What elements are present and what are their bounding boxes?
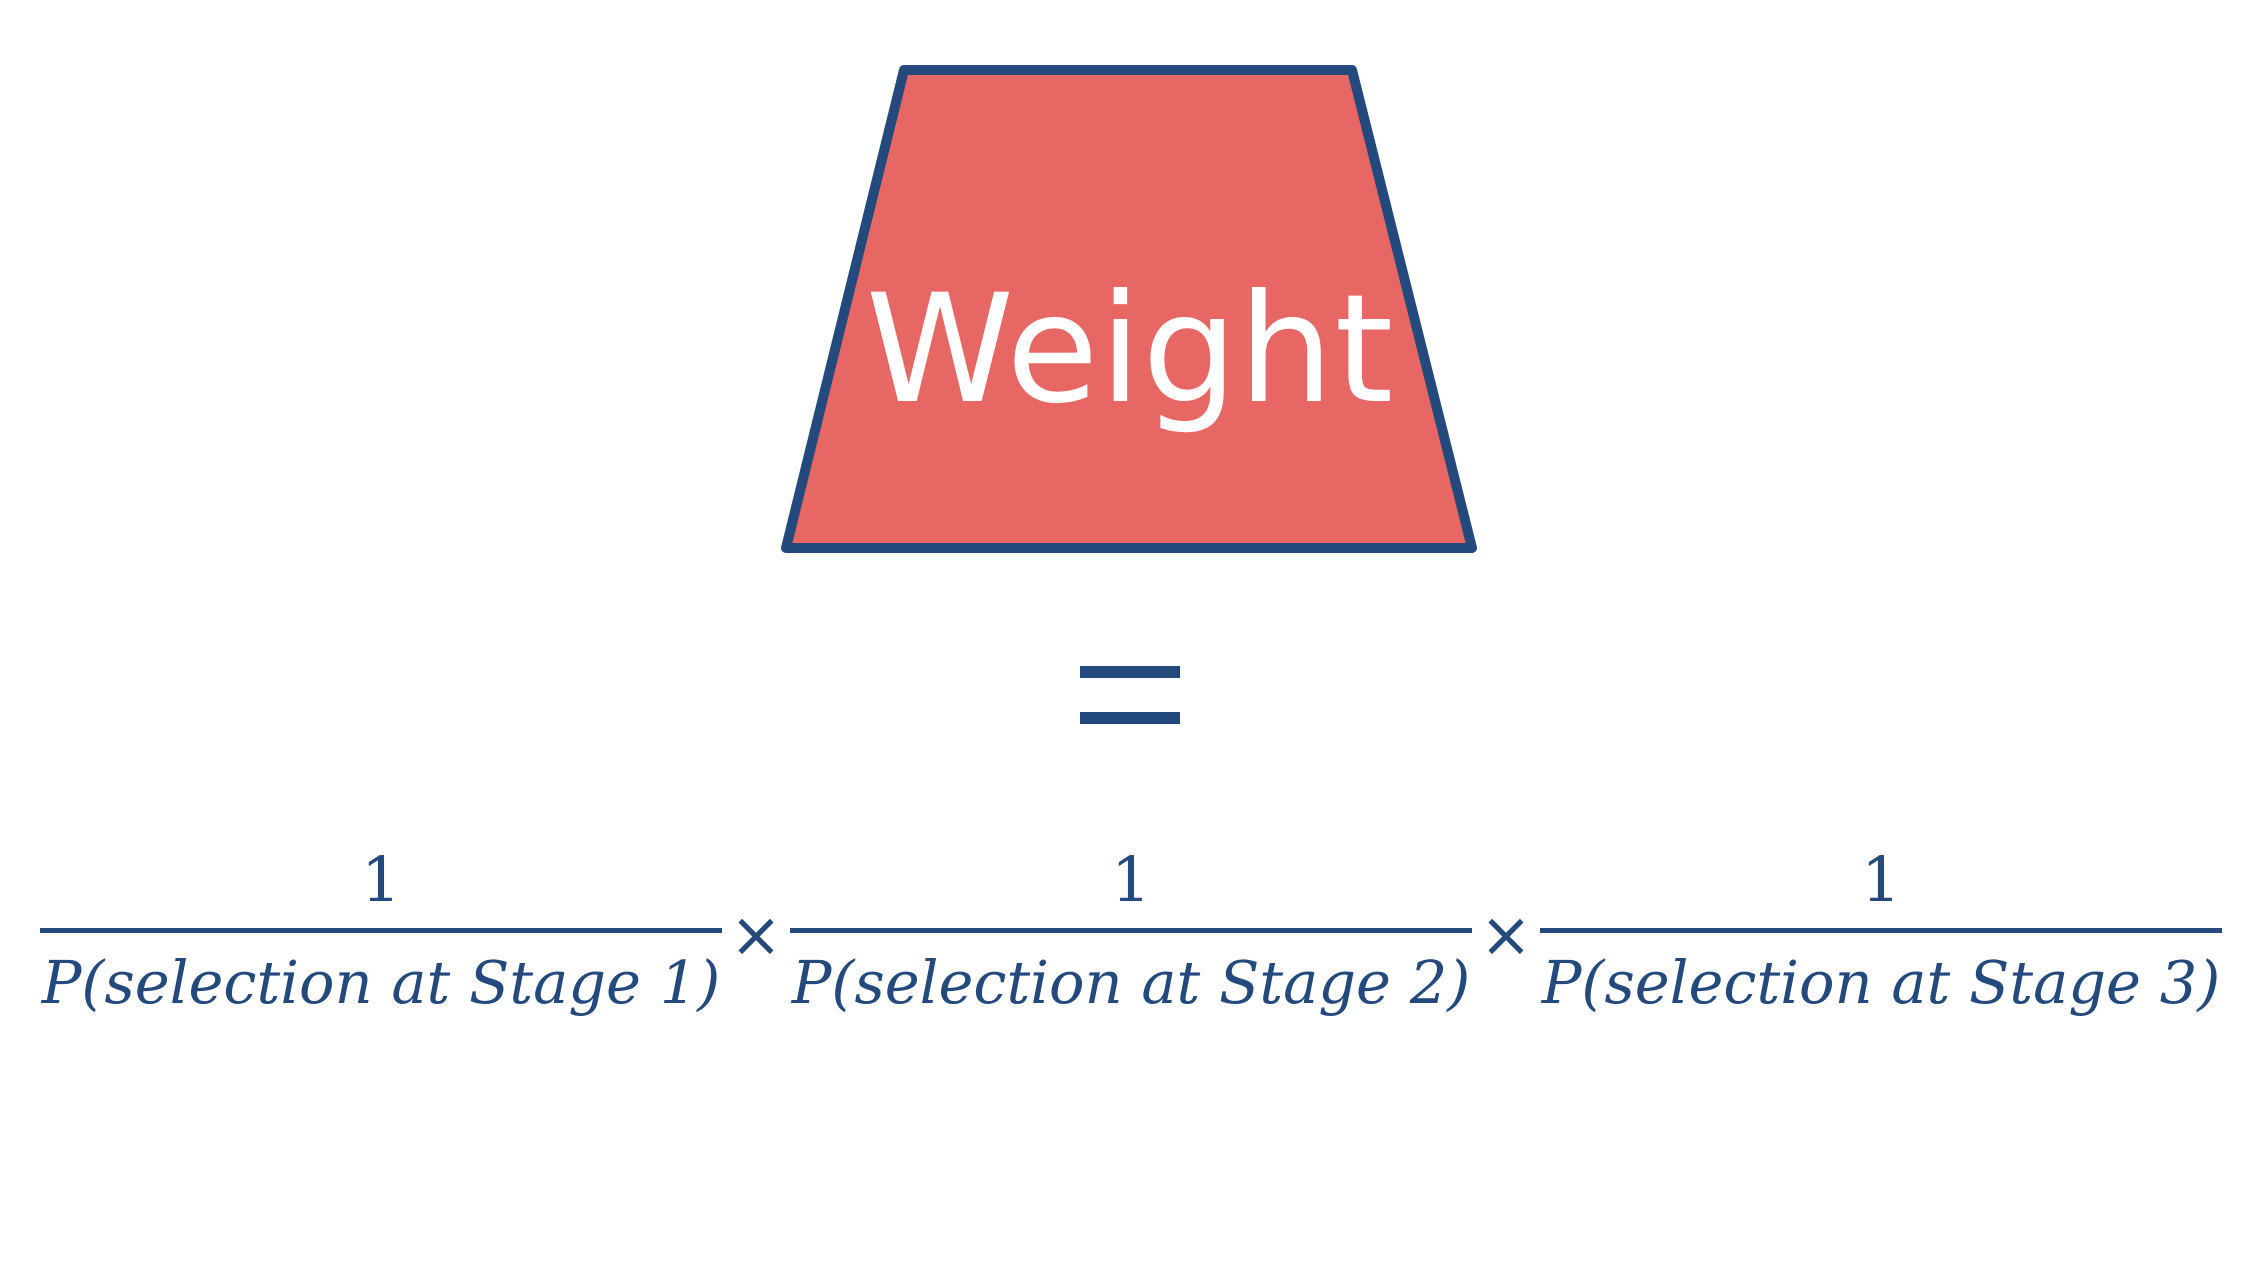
fraction-stage-1: 1 P(selection at Stage 1) [40, 835, 722, 1033]
weight-label: Weight [865, 263, 1395, 437]
equals-bar-top [1080, 666, 1180, 678]
fraction-bar [40, 928, 722, 933]
denominator: P(selection at Stage 3) [1541, 948, 2221, 1017]
multiply-sign: × [1480, 898, 1532, 971]
multiply-sign: × [730, 898, 782, 971]
equals-sign [1080, 666, 1180, 724]
fraction-stage-2: 1 P(selection at Stage 2) [790, 835, 1472, 1033]
trapezoid-shape [781, 65, 1477, 553]
fraction-stage-3: 1 P(selection at Stage 3) [1540, 835, 2222, 1033]
equals-bar-bottom [1080, 712, 1180, 724]
denominator: P(selection at Stage 2) [791, 948, 1471, 1017]
numerator: 1 [361, 843, 401, 916]
numerator: 1 [1111, 843, 1151, 916]
fraction-bar [1540, 928, 2222, 933]
fraction-bar [790, 928, 1472, 933]
denominator: P(selection at Stage 1) [41, 948, 721, 1017]
numerator: 1 [1861, 843, 1901, 916]
